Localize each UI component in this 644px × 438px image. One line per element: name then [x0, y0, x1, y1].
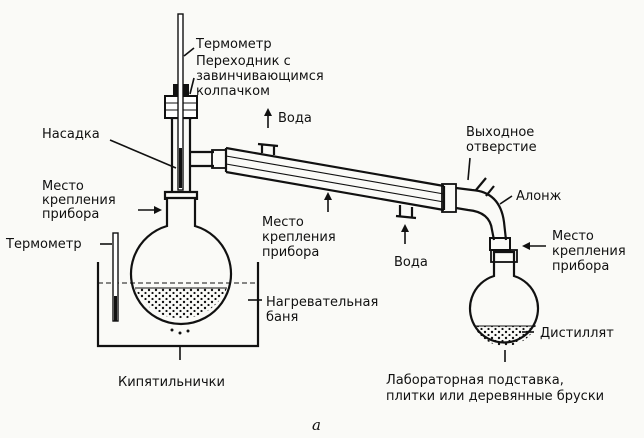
label-thermometer-top: Термометр [195, 37, 272, 52]
label-clamp-mid-3: прибора [262, 245, 319, 260]
label-thermometer-bath: Термометр [5, 237, 82, 252]
water-out-arrow [401, 224, 409, 244]
leader-lines [100, 47, 534, 362]
label-outlet-1: Выходное [466, 125, 534, 140]
label-distillate: Дистиллят [540, 326, 614, 341]
label-clamp-mid-1: Место [262, 215, 304, 230]
label-still-head: Насадка [42, 127, 100, 142]
label-adapter-1: Переходник с [196, 54, 291, 69]
water-in-arrow [264, 108, 272, 128]
label-stand-1: Лабораторная подставка, [386, 373, 564, 388]
label-clamp-right-3: прибора [552, 259, 609, 274]
main-thermometer [177, 13, 184, 191]
label-clamp-left-1: Место [42, 179, 84, 194]
label-clamp-right-1: Место [552, 229, 594, 244]
label-adapter-2: завинчивающимся [196, 69, 324, 84]
label-water-in: Вода [278, 111, 312, 126]
label-adapter-3: колпачком [196, 84, 270, 99]
label-outlet-2: отверстие [466, 140, 537, 155]
label-clamp-left-3: прибора [42, 207, 99, 222]
clamp-arrow-mid [324, 192, 332, 212]
condenser [224, 142, 446, 220]
bath-thermometer [112, 232, 119, 322]
clamp-arrow-left [138, 206, 162, 214]
label-water-out: Вода [394, 255, 428, 270]
still-head [163, 116, 227, 200]
boiling-flask [129, 196, 233, 326]
heating-bath [96, 262, 260, 348]
label-bath-2: баня [266, 310, 298, 325]
clamp-arrow-right [522, 242, 546, 250]
label-clamp-right-2: крепления [552, 244, 626, 259]
label-bath-1: Нагревательная [266, 295, 378, 310]
label-boiling-chips: Кипятильнички [118, 375, 225, 390]
label-allonge: Алонж [516, 189, 562, 204]
boiling-chips [170, 328, 190, 335]
allonge [441, 177, 511, 251]
label-stand-2: плитки или деревянные бруски [386, 389, 604, 404]
figure-caption: а [312, 416, 321, 434]
label-clamp-left-2: крепления [42, 193, 116, 208]
receiving-flask [468, 249, 540, 347]
label-clamp-mid-2: крепления [262, 230, 336, 245]
